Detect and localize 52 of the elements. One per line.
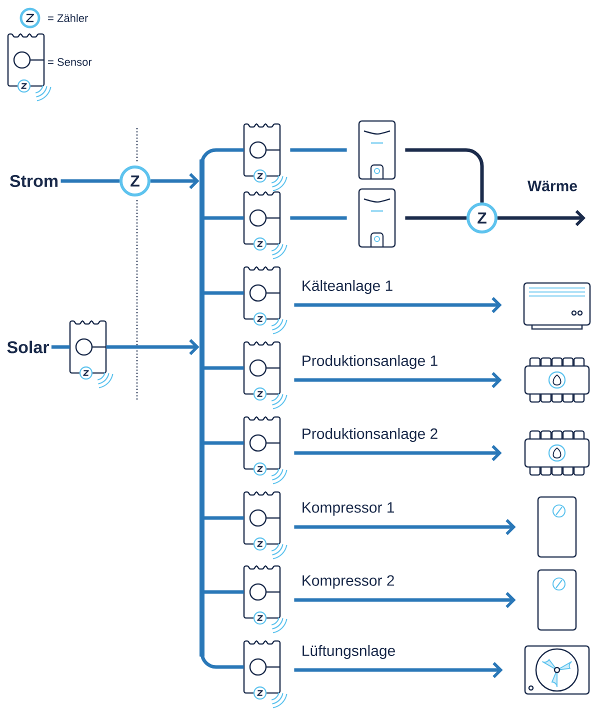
sensor-drawing [243, 191, 288, 260]
fan-drawing [524, 645, 590, 695]
edge-label: Wärme [526, 180, 579, 192]
sensor-drawing [243, 416, 288, 484]
arrow [150, 172, 200, 190]
node-label: Solar [7, 340, 49, 354]
sensor-drawing [243, 266, 288, 334]
arrow [498, 210, 586, 226]
furnace-drawing [524, 357, 590, 403]
connector-line [202, 441, 244, 445]
sensor-drawing [243, 640, 288, 708]
connector-line [405, 148, 484, 202]
edge-label: Lüftungsnlage [300, 644, 397, 660]
furnace-drawing [524, 430, 590, 476]
connector-line [202, 590, 244, 594]
sensor-drawing [243, 341, 288, 410]
cabinet-drawing [537, 569, 577, 631]
connector-line [60, 179, 120, 183]
arrow [294, 296, 502, 314]
legend-text: = Zähler [48, 14, 88, 22]
connector-line [290, 216, 347, 220]
sensor-drawing [243, 491, 288, 560]
heater-drawing [523, 282, 591, 330]
edge-label: Kompressor 2 [300, 574, 396, 590]
edge-label: Kompressor 1 [300, 501, 396, 517]
edge-label: Produktionsanlage 1 [300, 354, 440, 370]
arrow [294, 592, 516, 608]
edge-label: Kälteanlage 1 [300, 279, 394, 295]
arrow [106, 338, 200, 356]
edge-label: Produktionsanlage 2 [300, 427, 440, 443]
arrow [294, 372, 502, 388]
bus-bar [200, 160, 204, 656]
connector-line [200, 651, 244, 669]
sensor-drawing [243, 565, 288, 634]
connector-line [405, 216, 466, 220]
legend-text: = Sensor [48, 58, 92, 66]
connector-line [51, 345, 70, 349]
sensor-drawing [243, 123, 288, 192]
connector-line [202, 216, 244, 220]
connector-line [202, 366, 244, 370]
connector-line [202, 516, 244, 520]
arrow [294, 662, 503, 678]
node-label: Strom [10, 174, 58, 188]
heat-unit-drawing [358, 188, 396, 248]
arrow [294, 444, 502, 462]
connector-line [200, 148, 244, 166]
sensor-drawing [69, 320, 114, 388]
cabinet-drawing [537, 496, 577, 558]
connector-line [202, 291, 244, 295]
connector-line [290, 148, 347, 152]
heat-unit-drawing [358, 120, 396, 180]
arrow [294, 518, 516, 536]
